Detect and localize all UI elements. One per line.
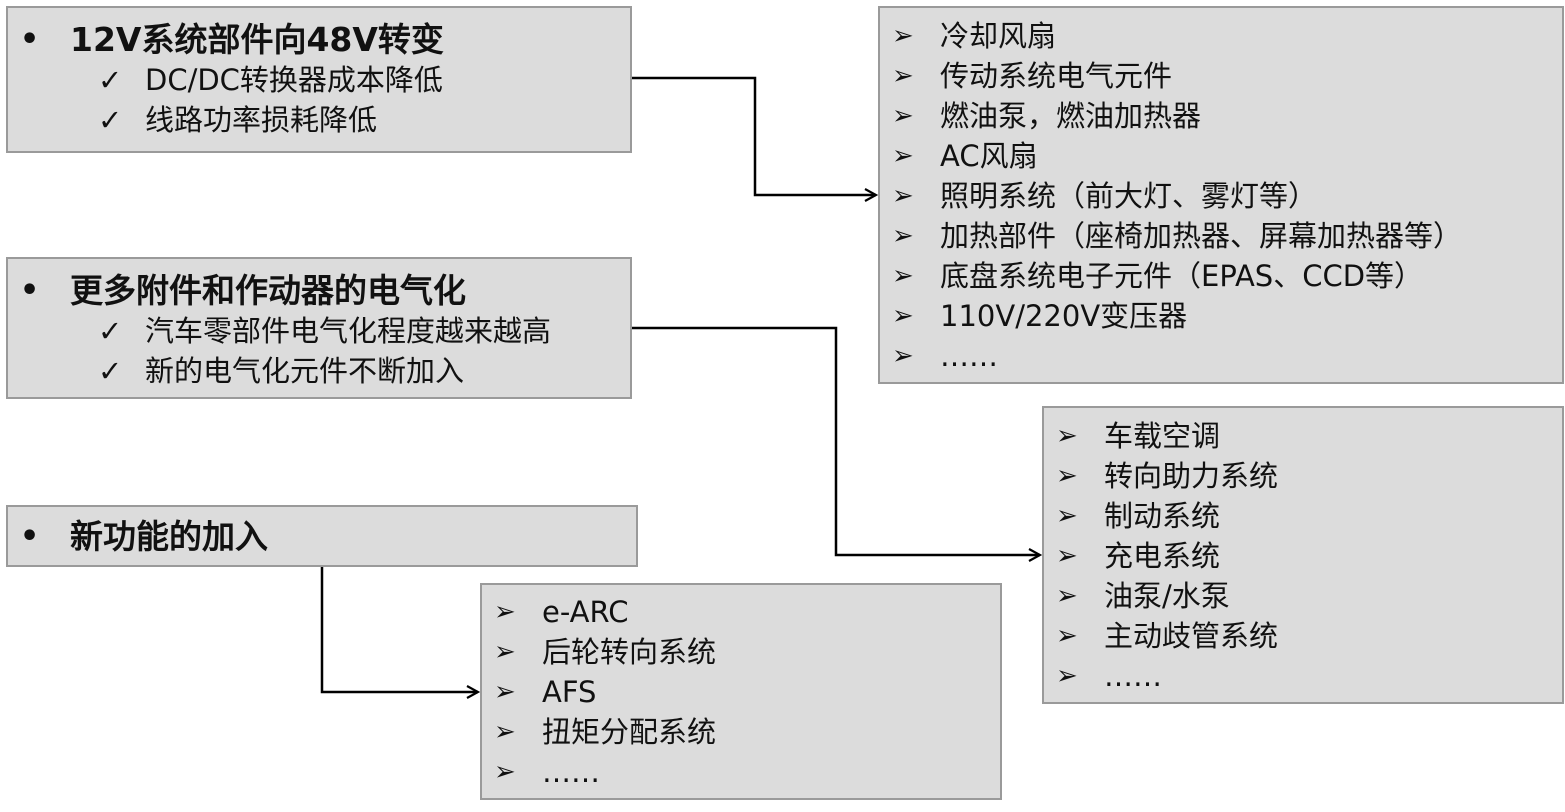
arrow-bullet-icon: ➢ <box>494 717 516 747</box>
list-item-label: 后轮转向系统 <box>542 635 717 669</box>
box-48v-transition: • 12V系统部件向48V转变 ✓ DC/DC转换器成本降低 ✓ 线路功率损耗降… <box>6 6 632 153</box>
heading-text: 更多附件和作动器的电气化 <box>70 271 466 310</box>
heading-text: 新功能的加入 <box>70 517 268 556</box>
check-item-label: 新的电气化元件不断加入 <box>145 354 465 388</box>
arrow-bullet-icon: ➢ <box>1056 581 1078 611</box>
checkmark-icon: ✓ <box>98 354 123 388</box>
list-item-label: 制动系统 <box>1104 499 1221 533</box>
bullet-icon: • <box>20 22 40 57</box>
list-item-label: e-ARC <box>542 595 629 629</box>
list-item-label: 110V/220V变压器 <box>940 299 1188 333</box>
box-new-features: ➢ e-ARC ➢ 后轮转向系统 ➢ AFS ➢ 扭矩分配系统 ➢ …… <box>480 583 1002 800</box>
list-item-label: 扭矩分配系统 <box>542 715 717 749</box>
list-item-label: 燃油泵，燃油加热器 <box>940 99 1202 133</box>
arrow-bullet-icon: ➢ <box>892 141 914 171</box>
list-item-label: …… <box>940 339 998 373</box>
list-item-label: 冷却风扇 <box>940 19 1057 53</box>
list-item-label: 充电系统 <box>1104 539 1221 573</box>
arrow-bullet-icon: ➢ <box>494 757 516 787</box>
list-item-label: 车载空调 <box>1104 419 1221 453</box>
list-item-label: …… <box>542 755 600 789</box>
arrow-bullet-icon: ➢ <box>892 341 914 371</box>
box-new-functions: • 新功能的加入 <box>6 505 638 567</box>
list-item-label: AFS <box>542 675 597 709</box>
check-item-label: 汽车零部件电气化程度越来越高 <box>145 314 552 348</box>
connector-48v-to-components <box>632 76 876 195</box>
list-item-label: …… <box>1104 659 1162 693</box>
check-item-label: DC/DC转换器成本降低 <box>145 63 443 97</box>
list-item-label: 照明系统（前大灯、雾灯等） <box>940 179 1318 213</box>
arrow-bullet-icon: ➢ <box>1056 461 1078 491</box>
arrow-bullet-icon: ➢ <box>1056 501 1078 531</box>
arrow-bullet-icon: ➢ <box>892 261 914 291</box>
checkmark-icon: ✓ <box>98 103 123 137</box>
arrow-bullet-icon: ➢ <box>1056 421 1078 451</box>
arrow-bullet-icon: ➢ <box>494 637 516 667</box>
arrow-bullet-icon: ➢ <box>892 101 914 131</box>
list-item-label: 底盘系统电子元件（EPAS、CCD等） <box>940 259 1424 293</box>
list-item-label: 加热部件（座椅加热器、屏幕加热器等） <box>940 219 1463 253</box>
arrow-bullet-icon: ➢ <box>892 221 914 251</box>
check-item-label: 线路功率损耗降低 <box>145 103 378 137</box>
heading-text: 12V系统部件向48V转变 <box>70 20 444 59</box>
list-item-label: 转向助力系统 <box>1104 459 1279 493</box>
list-item-label: 主动歧管系统 <box>1104 619 1279 653</box>
arrow-bullet-icon: ➢ <box>892 181 914 211</box>
arrow-bullet-icon: ➢ <box>892 61 914 91</box>
arrow-bullet-icon: ➢ <box>892 21 914 51</box>
bullet-icon: • <box>20 273 40 308</box>
list-item-label: 油泵/水泵 <box>1104 579 1230 613</box>
arrow-bullet-icon: ➢ <box>494 677 516 707</box>
connector-electrification-to-actuators <box>632 326 1040 555</box>
connector-new-functions-to-features <box>320 567 478 692</box>
arrow-bullet-icon: ➢ <box>892 301 914 331</box>
checkmark-icon: ✓ <box>98 63 123 97</box>
box-electrification: • 更多附件和作动器的电气化 ✓ 汽车零部件电气化程度越来越高 ✓ 新的电气化元… <box>6 257 632 399</box>
box-48v-components: ➢ 冷却风扇 ➢ 传动系统电气元件 ➢ 燃油泵，燃油加热器 ➢ AC风扇 ➢ 照… <box>878 6 1564 384</box>
arrow-bullet-icon: ➢ <box>1056 661 1078 691</box>
arrow-bullet-icon: ➢ <box>1056 541 1078 571</box>
list-item-label: AC风扇 <box>940 139 1038 173</box>
box-electrified-actuators: ➢ 车载空调 ➢ 转向助力系统 ➢ 制动系统 ➢ 充电系统 ➢ 油泵/水泵 ➢ … <box>1042 406 1564 704</box>
arrow-bullet-icon: ➢ <box>494 597 516 627</box>
bullet-icon: • <box>20 519 40 554</box>
checkmark-icon: ✓ <box>98 314 123 348</box>
arrow-bullet-icon: ➢ <box>1056 621 1078 651</box>
list-item-label: 传动系统电气元件 <box>940 59 1173 93</box>
